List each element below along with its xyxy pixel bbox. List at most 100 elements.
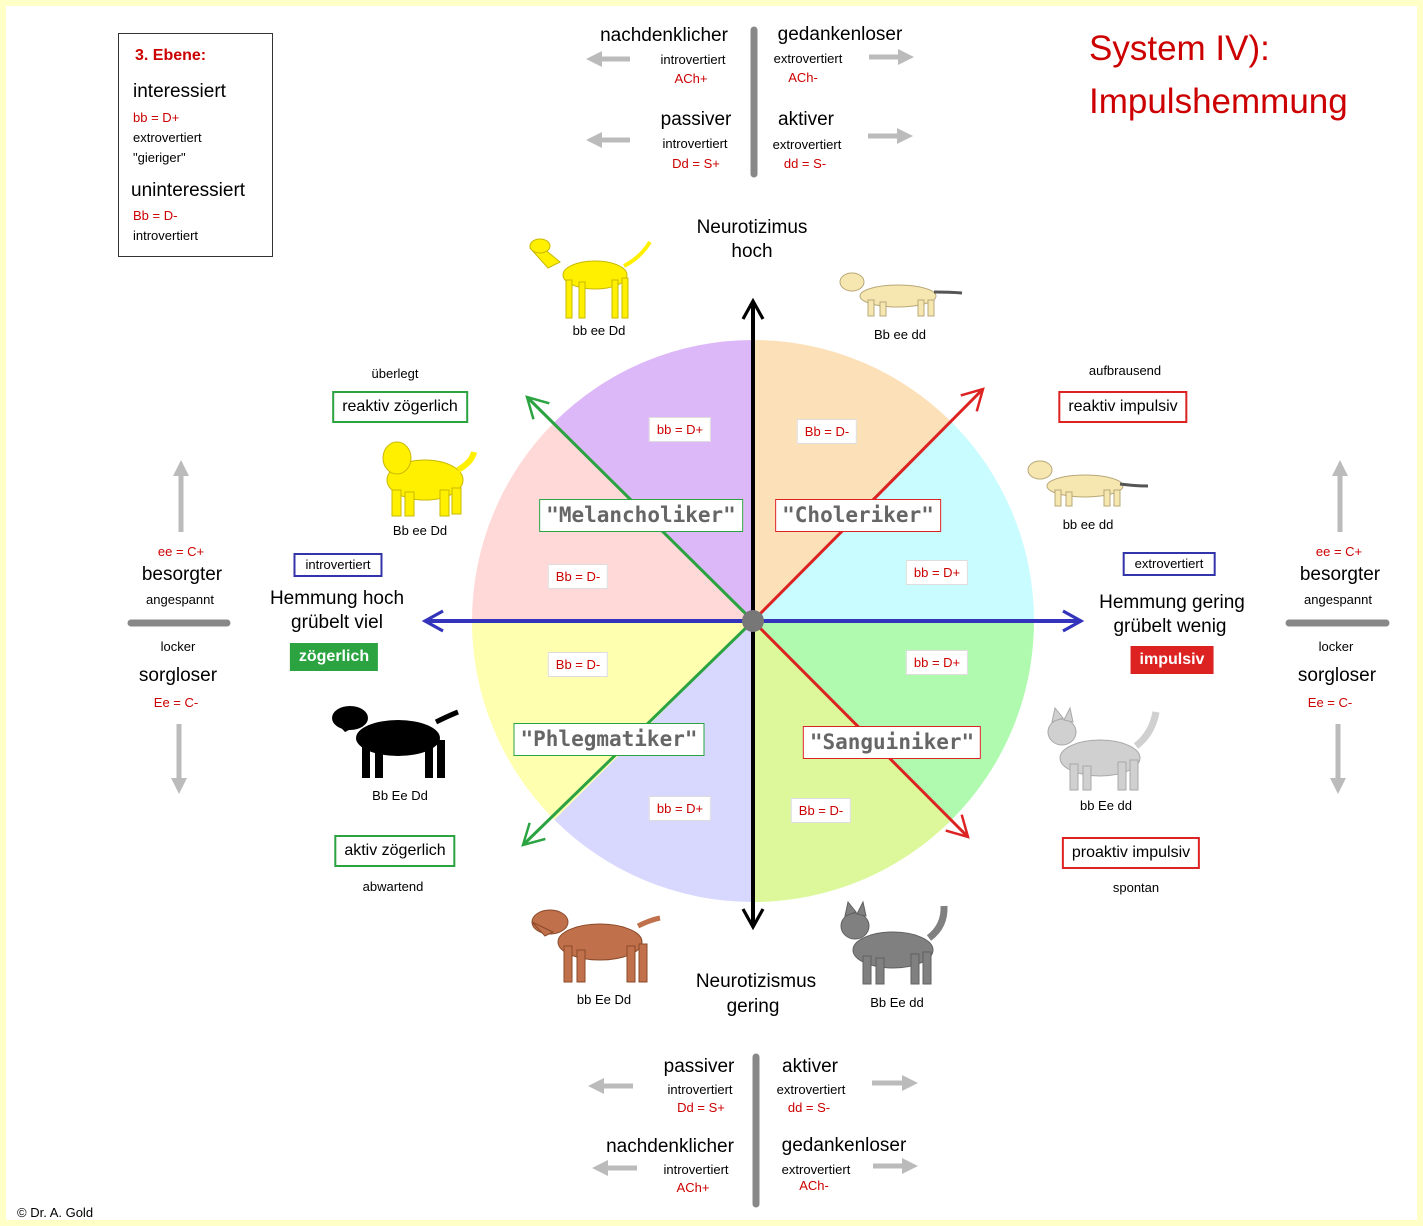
right-trait-bottom: locker xyxy=(1318,639,1354,654)
left-trait-bottom: locker xyxy=(160,639,196,654)
left-code-bottom: Ee = C- xyxy=(153,695,199,710)
zoegerlich-badge: zögerlich xyxy=(289,643,379,671)
impulsiv-badge: impulsiv xyxy=(1130,646,1214,674)
box-proaktiv-impulsiv: proaktiv impulsiv xyxy=(1061,837,1201,869)
dog-yellow-retriever-icon xyxy=(382,441,477,517)
box-reaktiv-impulsiv: reaktiv impulsiv xyxy=(1058,391,1188,423)
bottom-nachdenklicher-trait: introvertiert xyxy=(663,1162,729,1177)
dog-caption-6: bb Ee dd xyxy=(1079,798,1133,813)
dog-caption-3: Bb ee Dd xyxy=(392,523,448,538)
dog-black-pointer-icon xyxy=(332,706,459,778)
introvertiert-box: introvertiert xyxy=(293,553,383,578)
neuro-high-line2: hoch xyxy=(731,241,773,262)
copyright: © Dr. A. Gold xyxy=(17,1205,94,1220)
top-gedankenloser-code: ACh- xyxy=(788,70,818,85)
top-gedankenloser: gedankenloser xyxy=(777,24,903,45)
left-label-top: besorgter xyxy=(141,564,223,585)
bottom-passiver-code: Dd = S+ xyxy=(677,1100,725,1115)
legend-high-note: "gieriger" xyxy=(133,150,186,165)
bottom-aktiver-trait: extrovertiert xyxy=(776,1082,846,1097)
legend-high-label: interessiert xyxy=(133,81,226,102)
dog-caption-5: Bb Ee Dd xyxy=(372,788,428,803)
top-nachdenklicher: nachdenklicher xyxy=(600,25,728,46)
legend-low-label: uninteressiert xyxy=(131,180,246,201)
temperament-sanguiniker: "Sanguiniker" xyxy=(802,726,982,759)
dog-caption-4: bb ee dd xyxy=(1062,517,1114,532)
hemmung-gering-line1: Hemmung gering xyxy=(1099,592,1245,613)
sector-lavender xyxy=(554,621,753,902)
temperament-melancholiker: "Melancholiker" xyxy=(539,499,743,532)
dog-grey-shepherd-right-icon xyxy=(1047,706,1160,791)
bottom-nachdenklicher-code: ACh+ xyxy=(676,1180,710,1195)
sector-code-yellow: Bb = D- xyxy=(547,652,609,677)
dog-caption-1: bb ee Dd xyxy=(572,323,626,338)
top-passiver: passiver xyxy=(660,109,732,130)
dog-brown-pointer-icon xyxy=(531,909,661,983)
legend-high-code: bb = D+ xyxy=(133,110,180,125)
top-passiver-code: Dd = S+ xyxy=(672,156,720,171)
temperament-choleriker: "Choleriker" xyxy=(775,499,941,532)
dog-caption-7: bb Ee Dd xyxy=(576,992,632,1007)
sector-code-lilac: bb = D+ xyxy=(648,417,712,442)
dog-caption-8: Bb Ee dd xyxy=(870,995,924,1010)
bottom-nachdenklicher: nachdenklicher xyxy=(606,1136,734,1157)
note-abwartend: abwartend xyxy=(362,879,424,894)
right-code-top: ee = C+ xyxy=(1315,544,1363,559)
sector-code-lime: Bb = D- xyxy=(790,798,852,823)
note-spontan: spontan xyxy=(1112,880,1160,895)
left-trait-top: angespannt xyxy=(146,592,214,607)
legend-heading: 3. Ebene: xyxy=(135,47,207,64)
bottom-passiver: passiver xyxy=(663,1056,735,1077)
sector-code-lavender: bb = D+ xyxy=(648,796,712,821)
right-trait-top: angespannt xyxy=(1304,592,1372,607)
right-code-bottom: Ee = C- xyxy=(1307,695,1353,710)
bottom-aktiver: aktiver xyxy=(782,1056,838,1077)
dog-dachshund-top-icon xyxy=(839,272,963,317)
top-nachdenklicher-trait: introvertiert xyxy=(660,52,726,67)
hemmung-hoch-line1: Hemmung hoch xyxy=(269,588,405,609)
note-aufbrausend: aufbrausend xyxy=(1088,363,1162,378)
left-code-top: ee = C+ xyxy=(157,544,205,559)
bottom-gedankenloser-code: ACh- xyxy=(799,1178,829,1193)
top-aktiver-trait: extrovertiert xyxy=(772,137,842,152)
sector-code-cyan: bb = D+ xyxy=(905,560,969,585)
top-gedankenloser-trait: extrovertiert xyxy=(773,51,843,66)
dog-caption-2: Bb ee dd xyxy=(873,327,927,342)
neuro-high-line1: Neurotizimus xyxy=(696,217,808,238)
sector-code-peach: Bb = D- xyxy=(796,419,858,444)
sector-code-mint: bb = D+ xyxy=(905,650,969,675)
bottom-gedankenloser: gedankenloser xyxy=(781,1135,907,1156)
dog-yellow-standing-icon xyxy=(529,238,652,319)
extrovertiert-box: extrovertiert xyxy=(1122,552,1216,577)
temperament-phlegmatiker: "Phlegmatiker" xyxy=(513,723,705,756)
title-line-2: Impulshemmung xyxy=(1089,82,1348,121)
sector-code-pink: Bb = D- xyxy=(547,564,609,589)
note-ueberlegt: überlegt xyxy=(371,366,419,381)
legend-low-code: Bb = D- xyxy=(133,208,178,223)
legend-box: 3. Ebene: interessiert bb = D+ extrovert… xyxy=(118,33,273,257)
bottom-gedankenloser-trait: extrovertiert xyxy=(781,1162,851,1177)
sector-lime xyxy=(753,621,952,902)
sector-yellow xyxy=(472,621,753,820)
right-label-bottom: sorgloser xyxy=(1297,665,1377,686)
page-title: System IV): Impulshemmung xyxy=(1089,22,1348,128)
box-reaktiv-zoegerlich: reaktiv zögerlich xyxy=(332,391,468,423)
sector-lilac xyxy=(554,340,753,621)
neuro-low-line2: gering xyxy=(726,996,780,1017)
top-aktiver-code: dd = S- xyxy=(783,156,827,171)
dog-grey-shepherd-bottom-icon xyxy=(840,900,948,985)
sector-peach xyxy=(753,340,952,621)
bottom-aktiver-code: dd = S- xyxy=(787,1100,831,1115)
hemmung-gering-line2: grübelt wenig xyxy=(1113,616,1227,637)
top-nachdenklicher-code: ACh+ xyxy=(674,71,708,86)
left-label-bottom: sorgloser xyxy=(138,665,218,686)
dog-dachshund-right-icon xyxy=(1027,460,1149,507)
hemmung-hoch-line2: grübelt viel xyxy=(291,612,383,633)
neuro-low-line1: Neurotizismus xyxy=(695,971,817,992)
legend-low-trait: introvertiert xyxy=(133,228,199,243)
title-line-1: System IV): xyxy=(1089,29,1270,68)
top-aktiver: aktiver xyxy=(778,109,834,130)
legend-high-trait: extrovertiert xyxy=(133,130,202,145)
bottom-passiver-trait: introvertiert xyxy=(667,1082,733,1097)
wheel-center-dot xyxy=(742,610,764,632)
